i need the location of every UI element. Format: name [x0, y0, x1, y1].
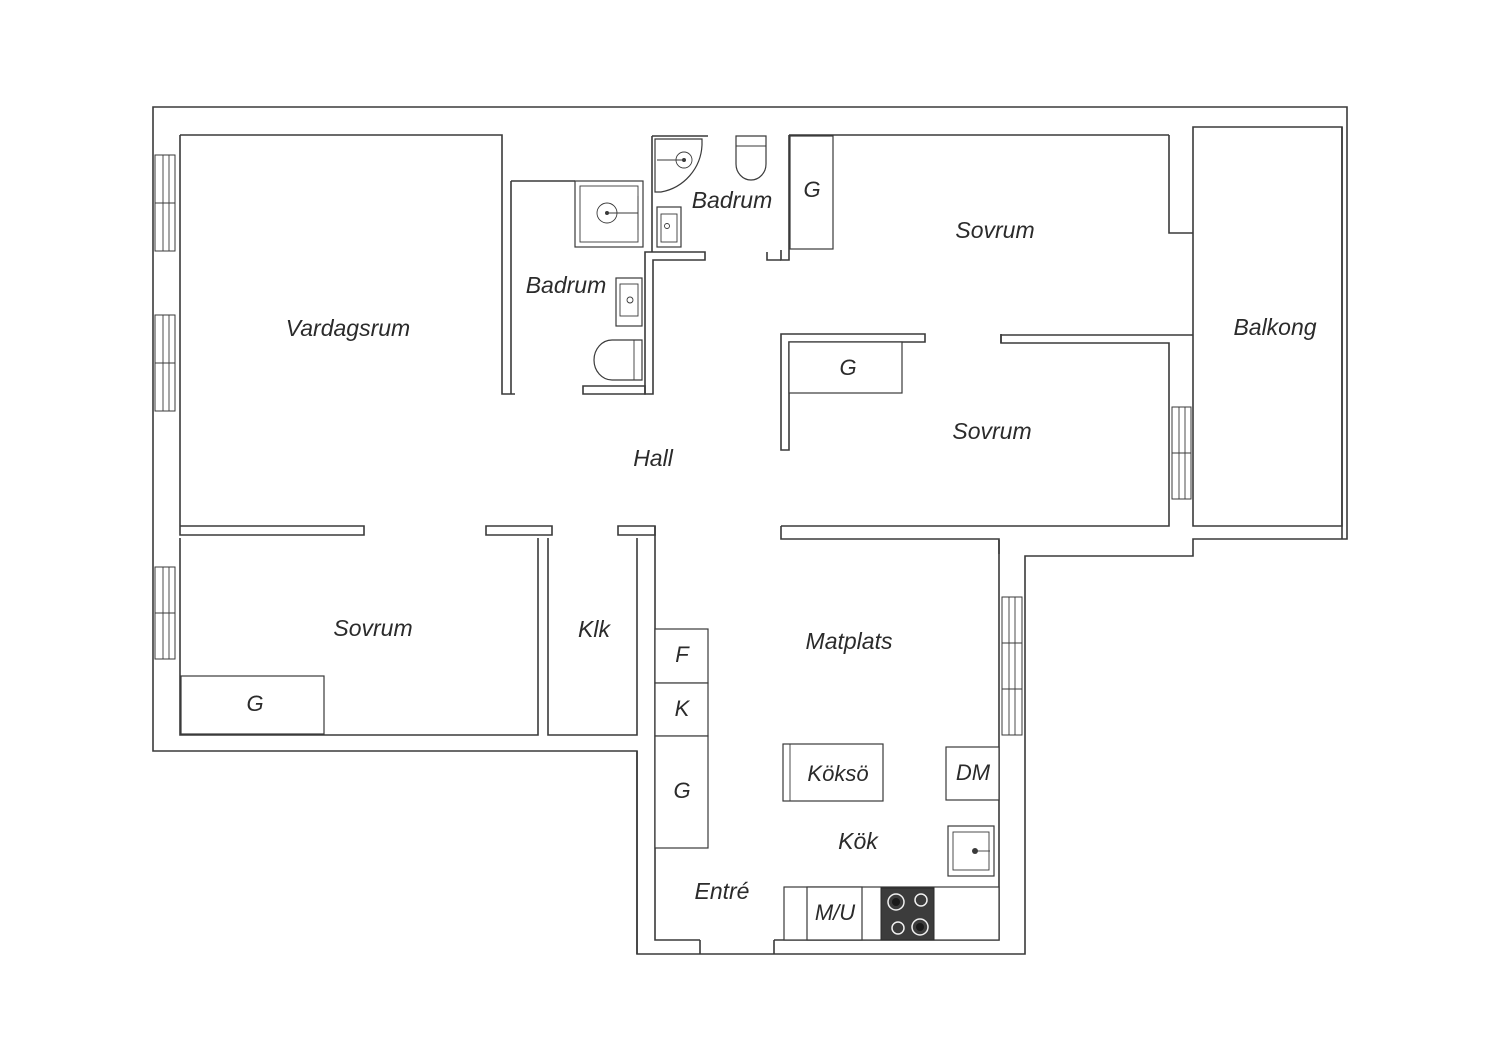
label-entre: Entré [695, 878, 750, 904]
shower-left-icon [574, 180, 644, 248]
label-badrum-top: Badrum [692, 187, 773, 213]
label-wardrobe-sovrum-2: G [839, 355, 856, 380]
fridge-box [654, 628, 709, 684]
oven-micro-box [806, 886, 863, 941]
label-fridge: F [675, 642, 690, 667]
label-hall: Hall [633, 445, 674, 471]
label-kok: Kök [838, 828, 879, 854]
wardrobe-sovrum-2 [788, 341, 903, 394]
label-wardrobe-sovrum-3: G [246, 691, 263, 716]
label-balkong: Balkong [1233, 314, 1316, 340]
label-wardrobe-entre: G [673, 778, 690, 803]
bathroom-fixtures [574, 135, 767, 381]
windows [154, 154, 1192, 736]
label-klk: Klk [578, 616, 611, 642]
label-matplats: Matplats [806, 628, 893, 654]
label-oven-micro: M/U [815, 900, 855, 925]
room-labels: Vardagsrum Badrum Badrum Sovrum Sovrum S… [286, 187, 1317, 904]
label-vardagsrum: Vardagsrum [286, 315, 410, 341]
label-badrum-left: Badrum [526, 272, 607, 298]
label-wardrobe-sovrum-1: G [803, 177, 820, 202]
toilet-top-icon [735, 135, 767, 181]
label-freezer: K [675, 696, 691, 721]
label-kitchen-island: Köksö [807, 761, 868, 786]
wardrobe-sovrum-1 [789, 135, 834, 250]
label-sovrum-top: Sovrum [955, 217, 1034, 243]
wardrobe-sovrum-3 [180, 675, 325, 735]
kitchen-island [782, 743, 884, 802]
freezer-box [654, 682, 709, 737]
fixture-labels: G G G G F K DM M/U Köksö [246, 177, 990, 925]
wardrobe-entre [654, 735, 709, 849]
outer-walls [152, 106, 1348, 955]
label-dishwasher: DM [956, 760, 991, 785]
label-sovrum-mid: Sovrum [952, 418, 1031, 444]
toilet-left-icon [593, 339, 643, 381]
label-sovrum-left: Sovrum [333, 615, 412, 641]
fixtures [180, 135, 1000, 941]
dishwasher-box [945, 746, 1000, 801]
